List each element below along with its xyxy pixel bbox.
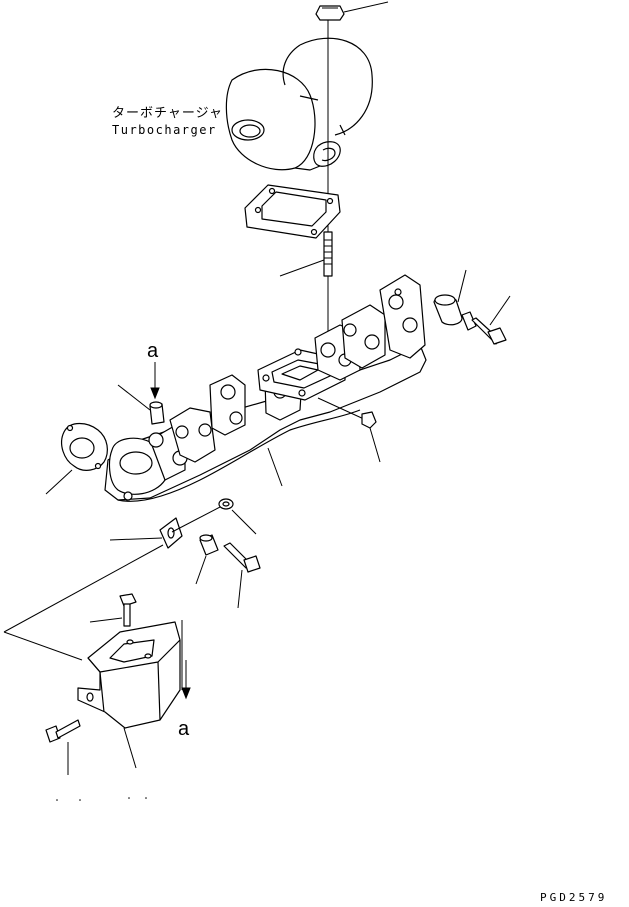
leader-bracket: [109, 537, 163, 541]
view-mark-bottom: a: [178, 718, 190, 740]
view-mark-top: a: [147, 340, 159, 362]
heat-shield: [77, 621, 181, 729]
right-sleeve: [433, 294, 463, 326]
turbocharger: [225, 37, 373, 171]
leader-right-bolt: [489, 295, 511, 326]
shield-bolt-left: [45, 719, 81, 743]
washer: [218, 498, 234, 510]
leader-stud: [279, 259, 325, 277]
leader-shield-bolt-top: [89, 617, 123, 623]
leader-plug: [369, 427, 381, 463]
leader-nut: [343, 1, 389, 13]
leader-dowel: [117, 384, 151, 411]
lower-spacer: [199, 534, 219, 556]
view-arrow-top: [150, 362, 160, 400]
leader-lower-bolt: [237, 569, 243, 609]
mark-dot-2: [79, 799, 81, 801]
bracket-link-line: [171, 505, 223, 533]
right-bolt: [461, 311, 507, 345]
mark-dot-1: [56, 799, 58, 801]
exhaust-manifold: [104, 274, 427, 502]
leader-right-sleeve: [457, 269, 467, 303]
manifold-stud: [323, 231, 333, 277]
mark-dot-3: [128, 797, 130, 799]
leader-manifold: [267, 447, 283, 487]
leader-washer: [231, 509, 257, 535]
dowel-sleeve: [149, 401, 165, 425]
manifold-plug: [317, 397, 377, 429]
drawing-code: PGD2579: [540, 891, 607, 904]
leader-gasket: [45, 469, 73, 495]
leader-heat-shield: [123, 727, 137, 769]
lower-bolt: [223, 542, 261, 573]
shield-bolt-top: [119, 593, 137, 627]
turbo-nut: [315, 5, 345, 21]
mounting-bracket: [159, 517, 183, 549]
view-arrow-bottom: [181, 660, 191, 700]
turbocharger-label-jp: ターボチャージャ: [112, 106, 223, 121]
turbo-gasket: [244, 184, 341, 239]
shield-link-line-2: [3, 631, 83, 661]
manifold-gasket: [61, 422, 108, 471]
shield-link-line: [3, 544, 164, 633]
leader-spacer: [195, 555, 207, 585]
turbocharger-label-en: Turbocharger: [112, 123, 217, 137]
mark-dot-4: [145, 797, 147, 799]
